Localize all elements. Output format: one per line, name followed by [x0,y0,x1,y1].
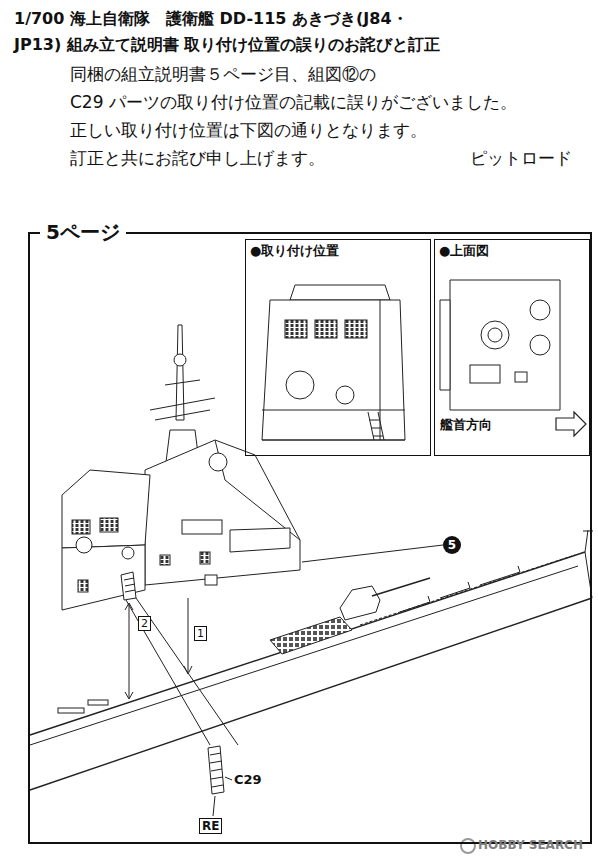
part-tag: RE [199,818,222,834]
notice-text: 正しい取り付け位置は下図の通りとなります。 [70,120,427,140]
direction-label: 艦首方向 [440,417,492,433]
watermark: HOBBY SEARCH [478,838,583,852]
superstructure [62,325,300,610]
assembly-guides [121,545,443,816]
watermark-logo [461,839,475,853]
box-heading: 5ページ [40,220,126,244]
notice-text: 訂正と共にお詫び申し上げます。 [70,148,325,168]
part-name: C29 [234,772,262,788]
inset-box: ●取り付け位置 [245,239,431,456]
notice-text: C29 パーツの取り付け位置の記載に誤りがございました。 [70,92,517,112]
box-heading: ●上面図 [439,243,489,259]
page-frame: 5ページ●取り付け位置●上面図 [28,232,592,844]
inset-top-view [440,280,586,436]
title: 1/700 海上自衛隊 護衛艦 DD-115 あきづき(J84・JP13) 組み… [14,6,454,58]
callout-number: 5 [443,536,461,554]
company-name: ピットロード [470,148,572,168]
notice-text: 同梱の組立説明書５ページ目、組図⑫の [70,64,376,84]
step-number: 2 [138,616,151,631]
hull [30,530,593,790]
step-number: 1 [194,626,207,641]
inset-front-view [262,285,405,440]
box-heading: ●取り付け位置 [250,243,339,259]
